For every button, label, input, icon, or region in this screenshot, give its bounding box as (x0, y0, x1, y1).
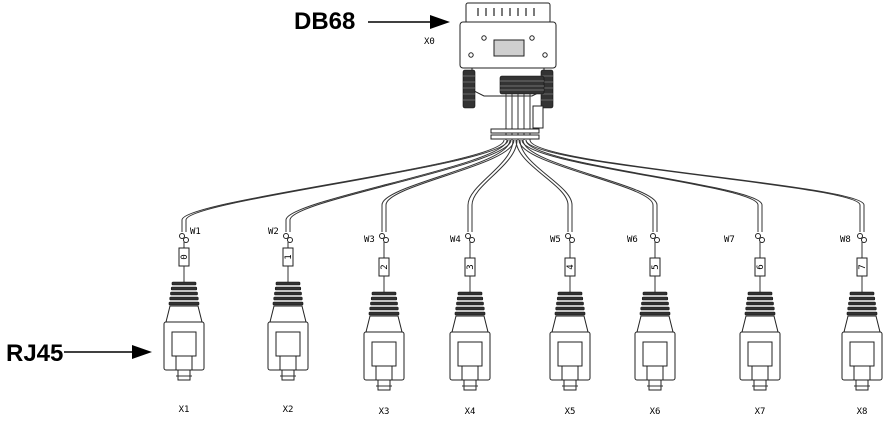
cable-wire (525, 139, 763, 232)
cable-wire (285, 139, 508, 232)
cable-wire (522, 139, 658, 232)
db68-connector: X0 (424, 2, 557, 140)
cable-marker-label: 4 (566, 264, 576, 269)
splice-mark (183, 237, 189, 243)
wire-label: W5 (550, 235, 561, 245)
rj45-plug (363, 291, 405, 391)
splice-mark (650, 233, 656, 239)
db68-callout: DB68 (294, 8, 450, 35)
connector-label-x0: X0 (424, 37, 435, 47)
splice-mark (759, 237, 765, 243)
cable-wire (181, 139, 505, 232)
rj45-callout: RJ45 (6, 340, 152, 367)
wire-label: W8 (840, 235, 851, 245)
cable-marker-label: 1 (284, 254, 294, 259)
cable-marker-label: 0 (180, 254, 190, 259)
splice-mark (283, 233, 289, 239)
arrow-right-icon (430, 15, 450, 29)
splice-mark (465, 233, 471, 239)
cable-wire (467, 139, 514, 232)
cable-wire (529, 139, 865, 232)
plug-label: X4 (465, 407, 476, 417)
cable-wire (381, 139, 511, 232)
plug-label: X1 (179, 405, 190, 415)
wire-label: W4 (450, 235, 461, 245)
wire-label: W1 (190, 227, 201, 237)
cable-wire (525, 139, 861, 232)
cable-wire (518, 139, 654, 232)
rj45-plug (549, 291, 591, 391)
cable-wire (385, 139, 515, 232)
cable-wire (471, 139, 518, 232)
splice-mark (755, 233, 761, 239)
plug-label: X8 (857, 407, 868, 417)
rj45-plug (163, 281, 205, 381)
cable-marker-label: 7 (858, 264, 868, 269)
wire-label: W6 (627, 235, 638, 245)
splice-mark (287, 237, 293, 243)
rj45-plug (739, 291, 781, 391)
splice-mark (179, 233, 185, 239)
cable-wire (289, 139, 512, 232)
cable-wire (519, 139, 573, 232)
rj45-callout-label: RJ45 (6, 340, 63, 367)
wire-label: W2 (268, 227, 279, 237)
plug-label: X7 (755, 407, 766, 417)
plug-label: X6 (650, 407, 661, 417)
rj45-plug (267, 281, 309, 381)
rj45-plug (449, 291, 491, 391)
cable-marker-label: 6 (756, 264, 766, 269)
splice-mark (379, 233, 385, 239)
splice-mark (861, 237, 867, 243)
db68-callout-label: DB68 (294, 8, 355, 35)
wire-label: W3 (364, 235, 375, 245)
plug-label: X5 (565, 407, 576, 417)
cable-wire (185, 139, 509, 232)
splice-mark (565, 233, 571, 239)
rj45-plug (841, 291, 883, 391)
cable-wire (521, 139, 759, 232)
splice-mark (569, 237, 575, 243)
plug-label: X3 (379, 407, 390, 417)
wire-label: W7 (724, 235, 735, 245)
rj45-plug (634, 291, 676, 391)
splice-mark (654, 237, 660, 243)
splice-mark (857, 233, 863, 239)
splice-mark (383, 237, 389, 243)
cable-marker-label: 3 (466, 264, 476, 269)
cable-wire (515, 139, 569, 232)
plug-label: X2 (283, 405, 294, 415)
cable-marker-label: 2 (380, 264, 390, 269)
splice-mark (469, 237, 475, 243)
arrow-right-icon (132, 345, 152, 359)
cable-marker-label: 5 (651, 264, 661, 269)
